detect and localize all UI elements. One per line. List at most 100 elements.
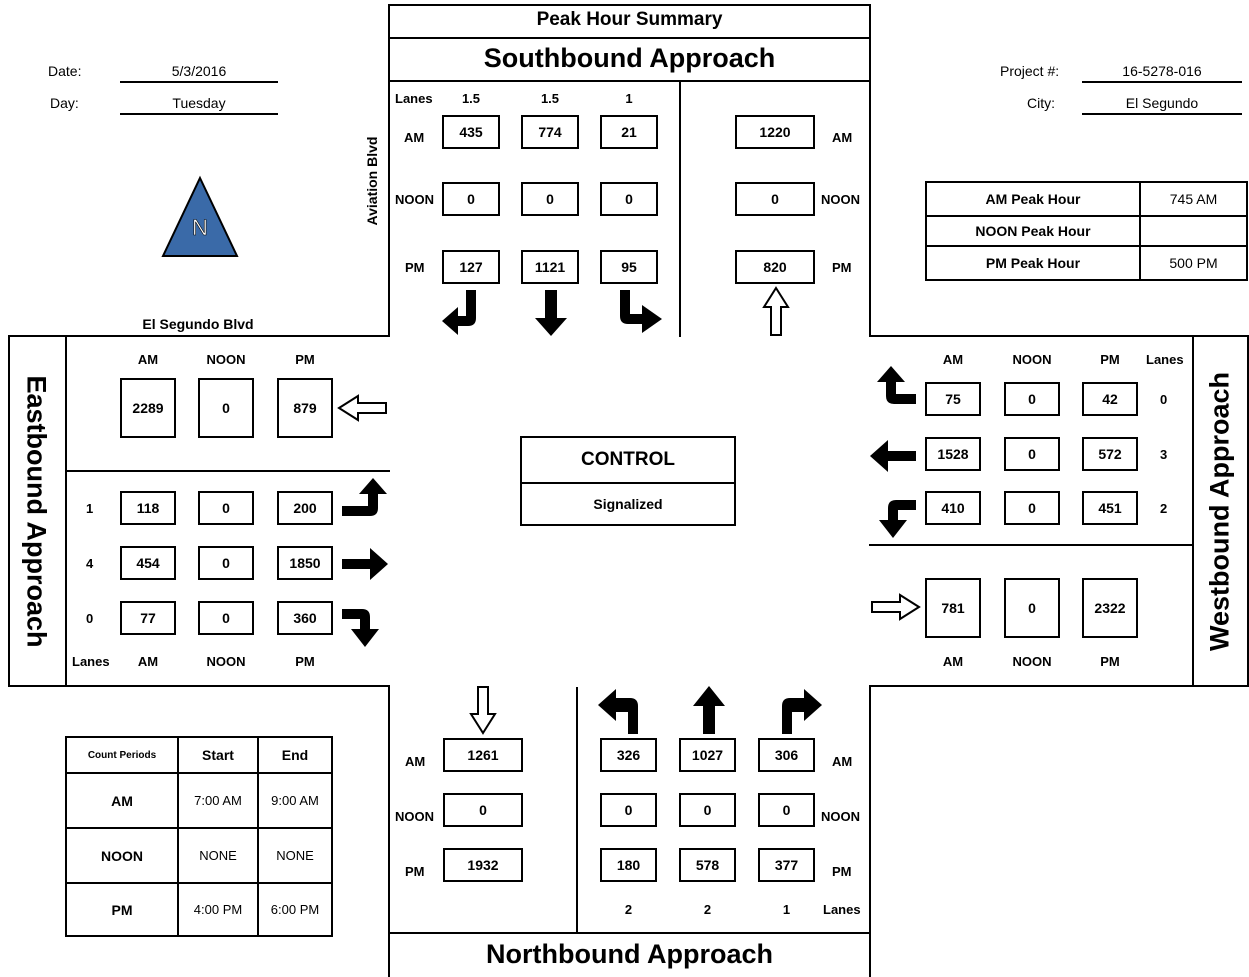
sb-noon-thru: 0 <box>521 182 579 216</box>
period-noon-end: NONE <box>257 827 333 884</box>
wb-thru-noon: 0 <box>1004 437 1060 471</box>
eb-exit-pm: 879 <box>277 378 333 438</box>
wb-bottom-am-label: AM <box>942 654 964 669</box>
wb-lanes-1: 0 <box>1160 392 1168 407</box>
nb-noon-thru: 0 <box>679 793 736 827</box>
wb-exit-pm: 2322 <box>1082 578 1138 638</box>
nb-noon-left: 0 <box>600 793 657 827</box>
wb-thru-arrow-icon <box>870 440 916 472</box>
sb-noon-label: NOON <box>395 192 434 207</box>
eb-right-noon: 0 <box>198 601 254 635</box>
nb-exit-noon: 0 <box>443 793 523 827</box>
project-value: 16-5278-016 <box>1122 63 1202 79</box>
eb-right-am: 77 <box>120 601 176 635</box>
nb-pm-label: PM <box>832 864 852 879</box>
wb-left-am: 410 <box>925 491 981 525</box>
eb-exit-noon: 0 <box>198 378 254 438</box>
wb-lanes-3: 2 <box>1160 501 1168 516</box>
project-label: Project #: <box>1000 63 1060 79</box>
eb-left-pm: 200 <box>277 491 333 525</box>
eb-top-pm-label: PM <box>295 352 315 367</box>
wb-bottom-noon-label: NOON <box>1012 654 1052 669</box>
eb-thru-am: 454 <box>120 546 176 580</box>
eb-exit-am: 2289 <box>120 378 176 438</box>
sb-pm-thru: 1121 <box>521 250 579 284</box>
nb-exit-pm-label: PM <box>405 864 425 879</box>
wb-exit-noon: 0 <box>1004 578 1060 638</box>
sb-right-turn-arrow-icon <box>620 290 662 333</box>
eb-right-turn-arrow-icon <box>342 609 379 647</box>
nb-exit-pm: 1932 <box>443 848 523 882</box>
sb-exit-am: 1220 <box>735 115 815 149</box>
wb-right-noon: 0 <box>1004 382 1060 416</box>
northbound-title: Northbound Approach <box>486 939 773 969</box>
nb-pm-left: 180 <box>600 848 657 882</box>
wb-left-turn-arrow-icon <box>879 500 916 538</box>
sb-am-label: AM <box>404 130 425 145</box>
am-peak-label: AM Peak Hour <box>925 181 1141 217</box>
wb-exit-arrow-icon <box>871 593 921 621</box>
eb-top-am-label: AM <box>137 352 159 367</box>
wb-top-am-label: AM <box>942 352 964 367</box>
eb-lanes-2: 4 <box>86 556 94 571</box>
period-am-start: 7:00 AM <box>177 772 259 829</box>
noon-peak-label: NOON Peak Hour <box>925 215 1141 247</box>
pm-peak-label: PM Peak Hour <box>925 245 1141 281</box>
sb-am-thru: 774 <box>521 115 579 149</box>
control-box: CONTROL Signalized <box>520 436 736 526</box>
sb-am-left: 435 <box>442 115 500 149</box>
city-label: City: <box>1027 95 1055 111</box>
compass-letter: N <box>192 215 208 240</box>
wb-thru-am: 1528 <box>925 437 981 471</box>
nb-exit-am: 1261 <box>443 738 523 772</box>
wb-lanes-2: 3 <box>1160 447 1168 462</box>
nb-am-left: 326 <box>600 738 657 772</box>
eb-bottom-lanes-label: Lanes <box>72 654 110 669</box>
wb-exit-am: 781 <box>925 578 981 638</box>
count-periods-table: Count Periods Start End AM 7:00 AM 9:00 … <box>65 736 333 937</box>
sb-lane-1: 1.5 <box>461 91 481 106</box>
sb-noon-right: 0 <box>600 182 658 216</box>
period-am: AM <box>65 772 179 829</box>
eb-bottom-pm-label: PM <box>295 654 315 669</box>
date-value: 5/3/2016 <box>171 63 227 79</box>
wb-right-turn-arrow-icon <box>877 366 916 404</box>
sb-exit-noon: 0 <box>735 182 815 216</box>
city-value: El Segundo <box>1125 95 1199 111</box>
eb-bottom-am-label: AM <box>137 654 159 669</box>
sb-left-turn-arrow-icon <box>442 290 476 335</box>
summary-title: Peak Hour Summary <box>536 9 723 30</box>
nb-am-thru: 1027 <box>679 738 736 772</box>
wb-left-pm: 451 <box>1082 491 1138 525</box>
wb-right-pm: 42 <box>1082 382 1138 416</box>
nb-exit-arrow-icon <box>469 686 497 735</box>
wb-top-pm-label: PM <box>1100 352 1120 367</box>
westbound-title: Westbound Approach <box>1204 372 1235 651</box>
nb-pm-right: 377 <box>758 848 815 882</box>
wb-left-noon: 0 <box>1004 491 1060 525</box>
nb-lane-3: 1 <box>782 902 791 917</box>
nb-lane-2: 2 <box>703 902 712 917</box>
sb-lane-3: 1 <box>625 91 633 106</box>
period-pm-end: 6:00 PM <box>257 882 333 937</box>
sb-pm-left: 127 <box>442 250 500 284</box>
period-pm: PM <box>65 882 179 937</box>
nb-right-turn-arrow-icon <box>782 689 822 734</box>
sb-pm-label: PM <box>405 260 425 275</box>
nb-exit-am-label: AM <box>405 754 426 769</box>
north-arrow-icon: N <box>161 175 239 257</box>
period-noon-start: NONE <box>177 827 259 884</box>
period-am-end: 9:00 AM <box>257 772 333 829</box>
eb-right-pm: 360 <box>277 601 333 635</box>
nb-pm-thru: 578 <box>679 848 736 882</box>
southbound-title: Southbound Approach <box>483 43 776 73</box>
sb-exit-arrow-icon <box>762 286 790 336</box>
date-label: Date: <box>48 63 82 79</box>
eb-left-turn-arrow-icon <box>342 478 387 516</box>
eb-exit-arrow-icon <box>337 394 387 422</box>
eb-lanes-1: 1 <box>86 501 94 516</box>
eb-bottom-noon-label: NOON <box>206 654 246 669</box>
eb-thru-noon: 0 <box>198 546 254 580</box>
sb-thru-arrow-icon <box>535 290 567 336</box>
nb-exit-noon-label: NOON <box>395 809 434 824</box>
